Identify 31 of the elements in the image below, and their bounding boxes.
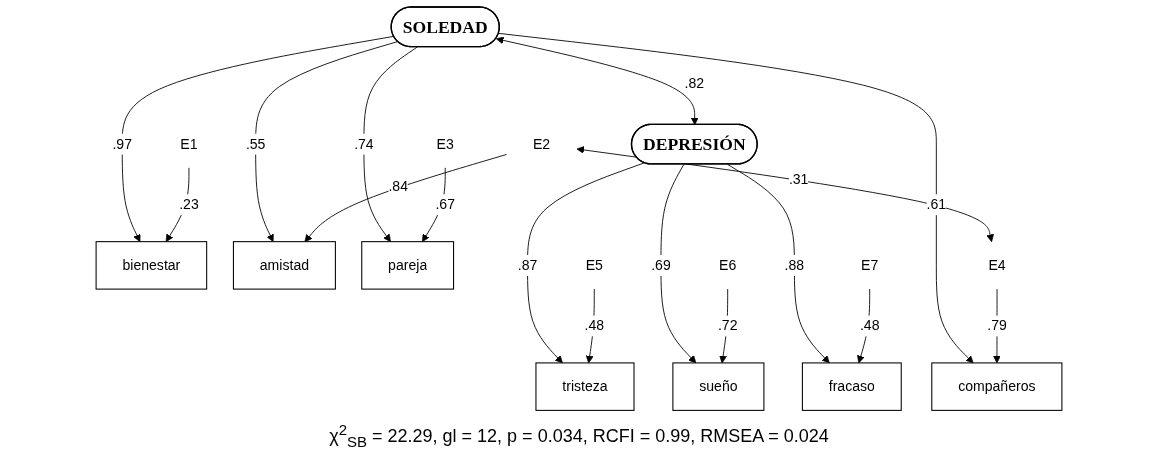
edge-label: .31	[788, 171, 809, 187]
fit-statistics-caption: χ$^{2}$$_{SB}$ = 22.29, gl = 12, p = 0.034, RCFI = 0.99, RMSEA = 0.024	[329, 420, 829, 452]
edge-label: .55	[245, 136, 266, 152]
node-box: sueño	[672, 362, 765, 411]
node-text: E2	[532, 136, 551, 152]
edge-label: .23	[179, 196, 199, 212]
edge-label: .74	[354, 136, 374, 152]
edge-label: .69	[651, 257, 671, 273]
edge-label: .88	[784, 257, 805, 273]
edge-label: .87	[517, 257, 538, 273]
edge-label: .48	[584, 318, 605, 334]
node-text: E6	[719, 257, 737, 273]
edge-label: .84	[388, 178, 408, 194]
edge-label: .79	[987, 318, 1007, 334]
node-text: E7	[861, 257, 879, 273]
node-box: bienestar	[95, 241, 208, 290]
node-box: tristeza	[535, 362, 635, 411]
edge-label: .67	[435, 196, 455, 212]
edge-label: .61	[926, 196, 947, 212]
edge-label: .48	[859, 318, 880, 334]
node-box: pareja	[361, 241, 455, 290]
node-text: E3	[436, 136, 454, 152]
node-box: compañeros	[931, 362, 1063, 411]
node-text: E5	[585, 257, 603, 273]
node-box: fracaso	[801, 362, 902, 411]
edge-label: .97	[112, 136, 133, 152]
edge-label: .82	[684, 75, 705, 91]
node-text: E4	[988, 257, 1006, 273]
edge-label: .72	[717, 318, 738, 334]
node-box: amistad	[232, 241, 336, 290]
node-text: E1	[180, 136, 198, 152]
